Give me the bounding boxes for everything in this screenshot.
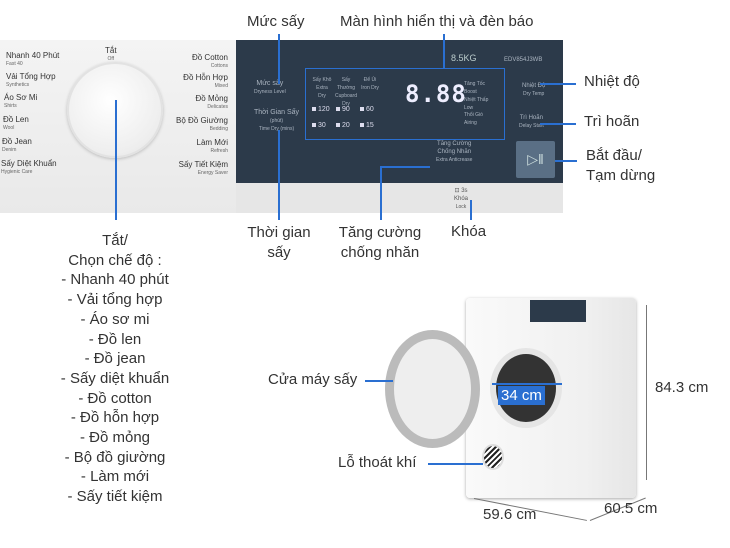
play-pause-icon: ▷‖ (527, 151, 544, 167)
callout-start: Bắt đầu/Tạm dừng (586, 147, 656, 184)
air-vent (482, 444, 504, 470)
width-dimension: 59.6 cm (483, 506, 537, 523)
height-dimension: 84.3 cm (655, 379, 709, 396)
callout-programs: Tắt/Chọn chế độ : - Nhanh 40 phút- Vải t… (60, 232, 170, 506)
lock-icon: ⊡ (454, 188, 462, 194)
drum-diameter: 34 cm (498, 386, 545, 405)
callout-temp: Nhiệt độ (584, 73, 640, 90)
display-highlight (305, 68, 505, 140)
start-pause-button[interactable]: ▷‖ (516, 141, 555, 178)
callout-door: Cửa máy sấy (268, 371, 358, 388)
height-dimension-line (646, 305, 647, 480)
callout-dryness: Mức sấy (247, 13, 305, 30)
callout-display: Màn hình hiển thị và đèn báo (340, 13, 534, 30)
callout-lock: Khóa (451, 223, 487, 240)
callout-vent: Lỗ thoát khí (338, 454, 417, 471)
dryer-door (385, 330, 480, 448)
depth-dimension: 60.5 cm (604, 500, 658, 517)
dryer-mini-panel (530, 300, 586, 322)
callout-delay: Trì hoãn (584, 113, 640, 130)
display-digits: 8.88 (405, 80, 467, 108)
